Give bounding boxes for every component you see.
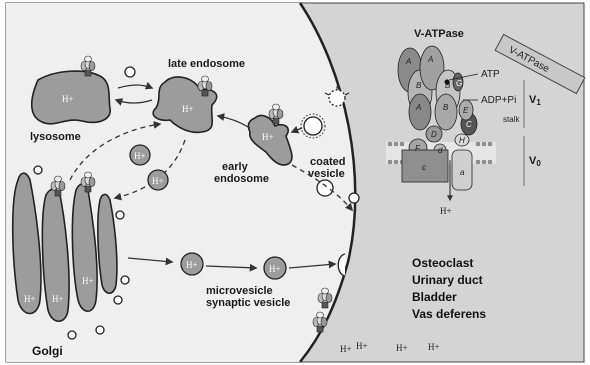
- svg-text:H: H: [459, 136, 465, 145]
- coated-vesicle-label-2: vesicle: [308, 168, 345, 180]
- transport-vesicle-proton-label: H+: [152, 176, 164, 186]
- svg-text:C: C: [466, 120, 472, 129]
- extracellular-proton-label: H+: [356, 341, 368, 351]
- svg-text:E: E: [463, 106, 469, 115]
- small-vesicle: [317, 180, 333, 196]
- synaptic-vesicle-proton-label: H+: [269, 264, 281, 274]
- small-vesicle: [34, 166, 42, 174]
- svg-text:A: A: [405, 57, 411, 66]
- extracellular-proton-label: H+: [396, 343, 408, 353]
- cell-type-bladder: Bladder: [412, 290, 457, 304]
- svg-text:A: A: [427, 55, 433, 64]
- small-vesicle: [96, 326, 104, 334]
- small-vesicle: [116, 211, 124, 219]
- small-vesicle: [114, 296, 122, 304]
- small-vesicle: [349, 193, 359, 203]
- atp-binding-site: [445, 80, 450, 85]
- small-vesicle: [121, 276, 129, 284]
- translocated-proton-label: H+: [440, 206, 452, 216]
- extracellular-proton-label: H+: [428, 342, 440, 352]
- golgi-proton-label: H+: [82, 276, 94, 286]
- cell-type-osteoclast: Osteoclast: [412, 256, 473, 270]
- microvesicle-label-1: microvesicle: [206, 285, 273, 297]
- adp-pi-label: ADP+Pi: [481, 95, 516, 106]
- atp-label: ATP: [481, 69, 500, 80]
- microvesicle-proton-label: H+: [186, 260, 198, 270]
- transport-vesicle-proton-label: H+: [134, 151, 146, 161]
- golgi-proton-label: H+: [52, 294, 64, 304]
- svg-text:G: G: [456, 79, 462, 88]
- svg-text:a: a: [460, 168, 465, 177]
- svg-text:d: d: [438, 146, 443, 155]
- subunit-a3: [409, 94, 431, 130]
- early-endosome-proton-label: H+: [262, 132, 274, 142]
- early-endosome-label-2: endosome: [214, 173, 269, 185]
- svg-text:D: D: [431, 130, 437, 139]
- svg-text:A: A: [415, 103, 421, 112]
- small-vesicle: [125, 67, 135, 77]
- extracellular-proton-label: H+: [340, 344, 352, 354]
- early-endosome-label-1: early: [222, 161, 249, 173]
- microvesicle-label-2: synaptic vesicle: [206, 297, 290, 309]
- cell-type-vas-deferens: Vas deferens: [412, 307, 486, 321]
- lysosome-proton-label: H+: [62, 94, 74, 104]
- stalk-label: stalk: [503, 115, 520, 124]
- coated-vesicle-label-1: coated: [310, 156, 345, 168]
- svg-text:B: B: [443, 103, 449, 112]
- svg-text:B: B: [416, 81, 422, 90]
- vatpase-title: V-ATPase: [414, 28, 464, 40]
- late-endosome-proton-label: H+: [182, 104, 194, 114]
- subunit-b3: [435, 94, 457, 130]
- lysosome-label: lysosome: [30, 131, 81, 143]
- golgi-proton-label: H+: [24, 294, 36, 304]
- svg-text:c: c: [422, 163, 426, 172]
- small-vesicle: [68, 331, 76, 339]
- late-endosome-label: late endosome: [168, 58, 245, 70]
- golgi-label: Golgi: [32, 344, 63, 358]
- cell-type-urinary-duct: Urinary duct: [412, 273, 483, 287]
